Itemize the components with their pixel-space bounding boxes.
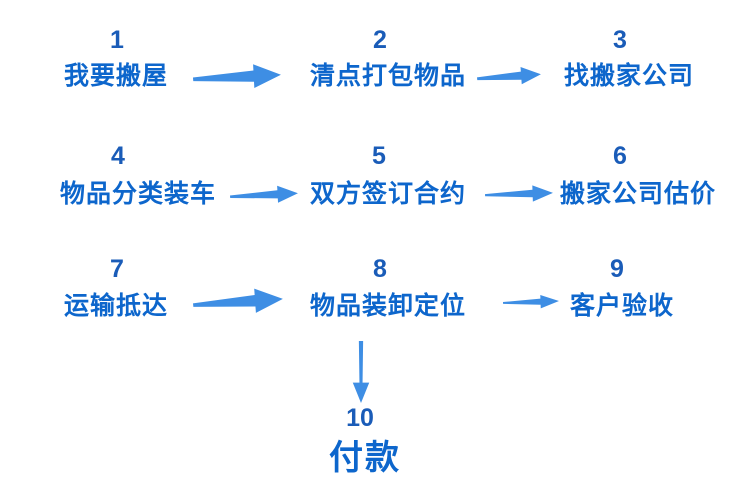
step-6-label: 搬家公司估价 bbox=[560, 180, 717, 208]
arrow-step2-to-step3-icon bbox=[476, 61, 542, 92]
arrow-step8-to-step10-icon bbox=[349, 341, 373, 403]
arrow-step4-to-step5-icon bbox=[229, 181, 298, 209]
step-9-number: 9 bbox=[610, 255, 624, 283]
step-5-label: 双方签订合约 bbox=[310, 180, 467, 208]
step-10-label: 付款 bbox=[329, 439, 401, 477]
step-3-number: 3 bbox=[613, 26, 627, 54]
step-1-label: 我要搬屋 bbox=[64, 62, 169, 90]
arrow-step5-to-step6-icon bbox=[484, 182, 554, 206]
arrow-step8-to-step9-icon bbox=[502, 290, 560, 314]
step-7-number: 7 bbox=[110, 255, 124, 283]
step-6-number: 6 bbox=[613, 142, 627, 170]
arrow-step1-to-step2-icon bbox=[192, 60, 281, 95]
step-7-label: 运输抵达 bbox=[64, 292, 169, 320]
step-2-label: 清点打包物品 bbox=[310, 62, 467, 90]
step-9-label: 客户验收 bbox=[570, 292, 675, 320]
step-10-number: 10 bbox=[346, 404, 374, 432]
step-2-number: 2 bbox=[373, 26, 387, 54]
step-1-number: 1 bbox=[110, 26, 124, 54]
arrow-step7-to-step8-icon bbox=[192, 284, 284, 320]
step-4-label: 物品分类装车 bbox=[60, 180, 217, 208]
step-3-label: 找搬家公司 bbox=[564, 62, 695, 90]
step-4-number: 4 bbox=[111, 142, 125, 170]
step-8-number: 8 bbox=[373, 255, 387, 283]
step-8-label: 物品装卸定位 bbox=[310, 292, 467, 320]
step-5-number: 5 bbox=[372, 142, 386, 170]
